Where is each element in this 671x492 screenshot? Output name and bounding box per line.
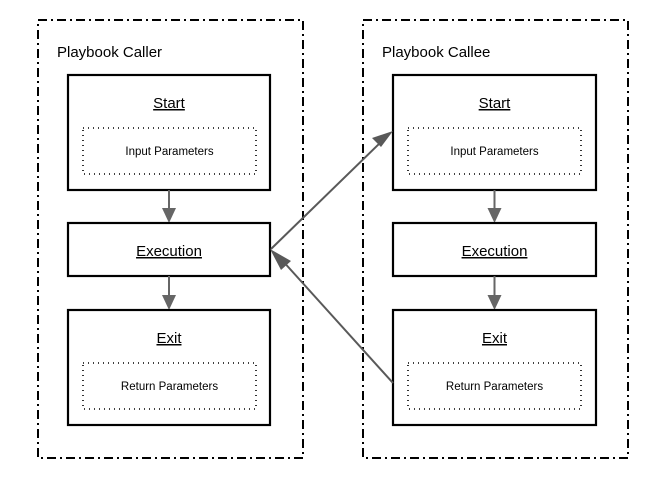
node-caller-execution[interactable]: Execution <box>66 221 272 278</box>
node-caller-exit-title: Exit <box>156 330 182 347</box>
connector-call-invocation-line <box>270 139 384 250</box>
lane-caller: Playbook Caller Start Input Parameters E… <box>37 19 304 459</box>
connector-call-invocation <box>270 131 393 250</box>
lane-callee-border <box>362 19 629 459</box>
lane-caller-border <box>37 19 304 459</box>
node-callee-start[interactable]: Start Input Parameters <box>391 73 598 192</box>
arrowhead-down-left-icon <box>270 249 291 270</box>
arrowhead-down-icon <box>162 208 176 223</box>
node-callee-execution[interactable]: Execution <box>391 221 598 278</box>
node-caller-exit-param-box <box>82 362 257 410</box>
arrowhead-up-right-icon <box>372 131 393 147</box>
node-callee-exit-box[interactable] <box>391 308 598 427</box>
connector-caller-execution-to-exit-arrow <box>162 276 176 310</box>
arrowhead-down-icon <box>487 208 502 223</box>
node-callee-start-box[interactable] <box>391 73 598 192</box>
node-caller-start-param-label: Input Parameters <box>125 146 213 158</box>
node-callee-start-title: Start <box>479 95 512 112</box>
node-caller-exit-box[interactable] <box>66 308 272 427</box>
node-callee-execution-title: Execution <box>462 243 528 260</box>
node-callee-exit-title: Exit <box>482 330 508 347</box>
lane-callee-label: Playbook Callee <box>382 44 490 61</box>
node-caller-start-box[interactable] <box>66 73 272 192</box>
node-callee-exit-param-box <box>407 362 582 410</box>
connector-caller-start-to-execution-arrow <box>162 190 176 223</box>
node-caller-execution-box[interactable] <box>66 221 272 278</box>
connector-callee-start-to-execution-arrow <box>487 190 502 223</box>
lane-callee: Playbook Callee Start Input Parameters E… <box>362 19 629 459</box>
node-callee-exit-param-label: Return Parameters <box>446 381 543 393</box>
node-caller-start-param-box <box>82 127 257 175</box>
node-caller-exit[interactable]: Exit Return Parameters <box>66 308 272 427</box>
lane-caller-label: Playbook Caller <box>57 44 162 61</box>
node-callee-start-param-box <box>407 127 582 175</box>
node-caller-execution-title: Execution <box>136 243 202 260</box>
node-callee-exit[interactable]: Exit Return Parameters <box>391 308 598 427</box>
arrowhead-down-icon <box>162 295 176 310</box>
connector-call-return <box>270 249 394 384</box>
node-caller-start-title: Start <box>153 95 186 112</box>
arrowhead-down-icon <box>487 295 502 310</box>
node-caller-exit-param-label: Return Parameters <box>121 381 218 393</box>
node-callee-start-param-label: Input Parameters <box>450 146 538 158</box>
node-callee-execution-box[interactable] <box>391 221 598 278</box>
connector-callee-execution-to-exit-arrow <box>487 276 502 310</box>
connector-call-return-line <box>280 258 394 384</box>
node-caller-start[interactable]: Start Input Parameters <box>66 73 272 192</box>
